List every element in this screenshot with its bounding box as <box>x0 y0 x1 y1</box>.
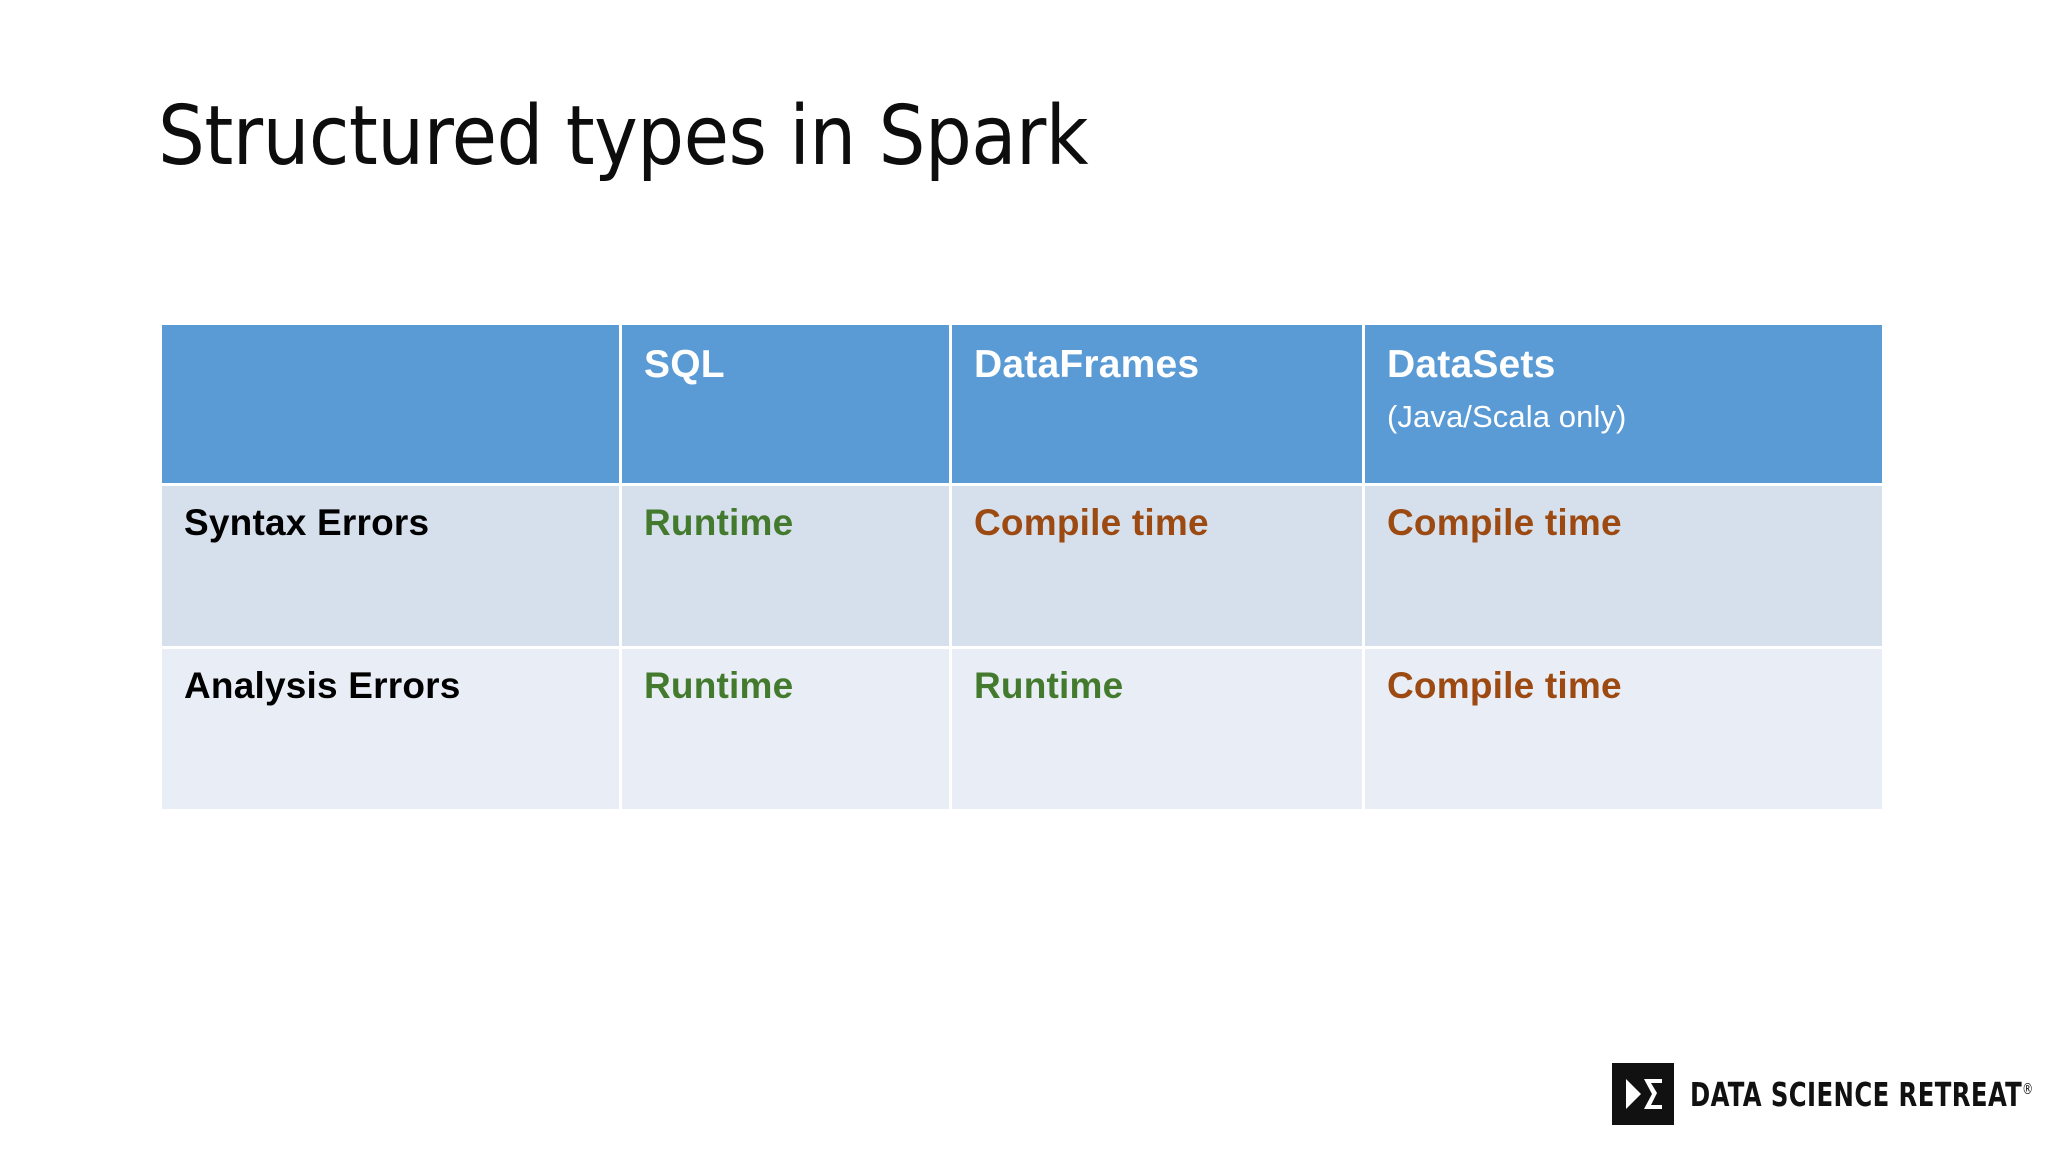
row-label-syntax-errors: Syntax Errors <box>162 483 622 646</box>
table-header-row: SQL DataFrames DataSets (Java/Scala only… <box>162 325 1882 483</box>
cell-analysis-errors-datasets: Compile time <box>1365 646 1882 809</box>
table-body: Syntax Errors Runtime Compile time Compi… <box>162 483 1882 809</box>
table-header-cell-sql: SQL <box>622 325 952 483</box>
cell-value: Compile time <box>1387 665 1622 706</box>
table-header-cell-datasets: DataSets (Java/Scala only) <box>1365 325 1882 483</box>
cell-analysis-errors-sql: Runtime <box>622 646 952 809</box>
brand-name-text: DATA SCIENCE RETREAT <box>1690 1074 2023 1114</box>
column-title-sql: SQL <box>644 343 725 386</box>
cell-syntax-errors-dataframes: Compile time <box>952 483 1365 646</box>
table-row: Syntax Errors Runtime Compile time Compi… <box>162 483 1882 646</box>
brand-logo: DATA SCIENCE RETREAT® <box>1612 1063 2048 1125</box>
cell-syntax-errors-datasets: Compile time <box>1365 483 1882 646</box>
table-header-cell-corner <box>162 325 622 483</box>
cell-value: Runtime <box>974 665 1124 706</box>
cell-value: Compile time <box>1387 502 1622 543</box>
cell-value: Runtime <box>644 502 794 543</box>
registered-trademark-icon: ® <box>2022 1079 2034 1098</box>
comparison-table-container: SQL DataFrames DataSets (Java/Scala only… <box>162 325 1882 809</box>
cell-value: Compile time <box>974 502 1209 543</box>
table-header: SQL DataFrames DataSets (Java/Scala only… <box>162 325 1882 483</box>
cell-value: Runtime <box>644 665 794 706</box>
cell-syntax-errors-sql: Runtime <box>622 483 952 646</box>
table-row: Analysis Errors Runtime Runtime Compile … <box>162 646 1882 809</box>
row-label-text: Analysis Errors <box>184 665 461 706</box>
cell-analysis-errors-dataframes: Runtime <box>952 646 1365 809</box>
brand-name: DATA SCIENCE RETREAT® <box>1690 1078 2033 1111</box>
column-subtitle-datasets: (Java/Scala only) <box>1387 398 1627 434</box>
row-label-text: Syntax Errors <box>184 502 430 543</box>
column-title-dataframes: DataFrames <box>974 343 1200 386</box>
table-header-cell-dataframes: DataFrames <box>952 325 1365 483</box>
comparison-table: SQL DataFrames DataSets (Java/Scala only… <box>162 325 1882 809</box>
column-title-datasets: DataSets <box>1387 343 1556 386</box>
page-title: Structured types in Spark <box>158 89 1089 184</box>
data-science-retreat-mark-icon <box>1612 1063 1674 1125</box>
row-label-analysis-errors: Analysis Errors <box>162 646 622 809</box>
